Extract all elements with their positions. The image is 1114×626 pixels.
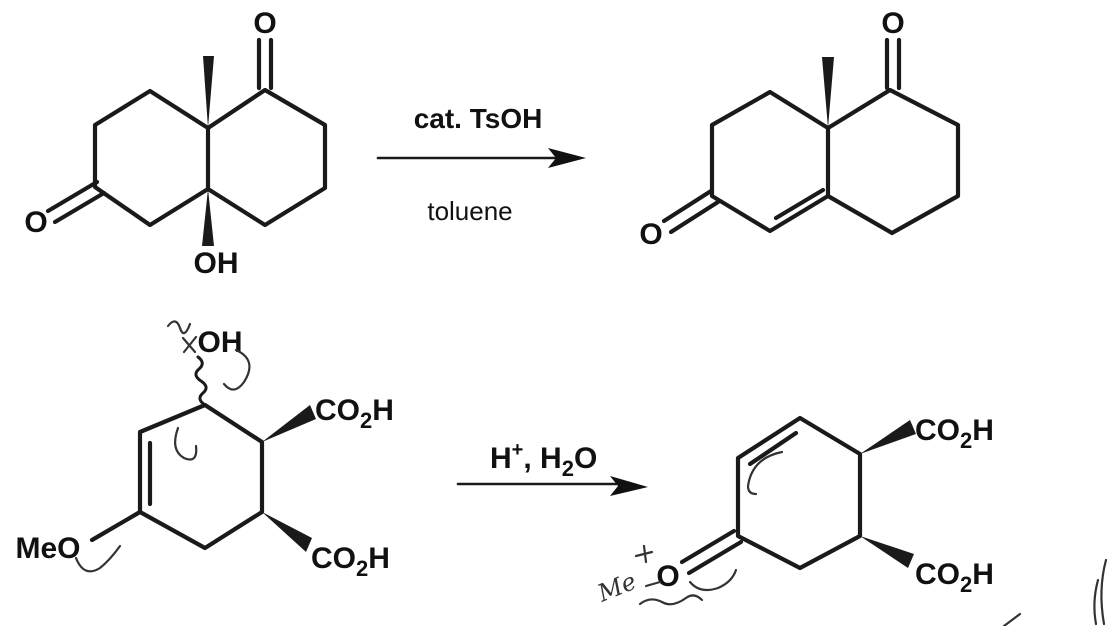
handwritten-squiggle [166,320,192,335]
handwritten-methyl-note: Me [593,567,640,608]
margin-mark [1093,558,1108,626]
reactant-1-hydroxy-diketone: O O OH [24,7,328,280]
curved-arrow-icon [222,348,251,391]
product-1-enone: O O [639,7,961,251]
product2-ketone-o: O [656,560,679,593]
reaction-2-arrow: H+, H2O [456,439,648,496]
reactant1-ketone-o-left: O [24,206,47,239]
reactant1-hydroxyl: OH [194,247,239,280]
acid-wedge-bottom [262,512,312,552]
product2-acid-top: CO2H [915,414,994,453]
methyl-wedge [822,57,834,128]
reagent-label: cat. TsOH [414,103,543,134]
handwritten-cross [181,335,198,354]
hydroxyl-wedge [202,189,214,246]
reactant-2-methoxy-cyclohexene: OH MeO CO2H CO2H [15,320,394,581]
reactant2-hydroxyl: OH [198,326,243,359]
curved-arrow-icon [173,426,198,461]
solvent-label: toluene [427,196,512,226]
product1-enone-o: O [639,218,662,251]
curved-arrow-icon [746,450,784,496]
handwritten-scribble [638,594,704,606]
margin-mark [1002,612,1022,626]
curved-arrow-icon [74,544,122,573]
handwritten-plus [634,544,654,564]
handwritten-dash [644,580,662,588]
reactant1-ketone-o: O [253,7,276,40]
reactant2-acid-bottom: CO2H [311,542,390,581]
acid-wedge-bottom [860,536,914,568]
reaction-1-arrow: cat. TsOH toluene [376,103,586,226]
methyl-wedge [203,56,214,128]
acid-wedge-top [860,420,916,454]
product1-ketone-o: O [881,7,904,40]
reactant2-acid-top: CO2H [315,394,394,433]
reactant2-methoxy: MeO [15,532,80,565]
reaction2-reagent: H+, H2O [490,439,597,481]
acid-wedge-top [262,405,316,442]
product-2-cyclohexenone: O CO2H CO2H Me [593,414,994,608]
curved-arrow-icon [688,568,738,592]
product2-acid-bottom: CO2H [915,558,994,597]
